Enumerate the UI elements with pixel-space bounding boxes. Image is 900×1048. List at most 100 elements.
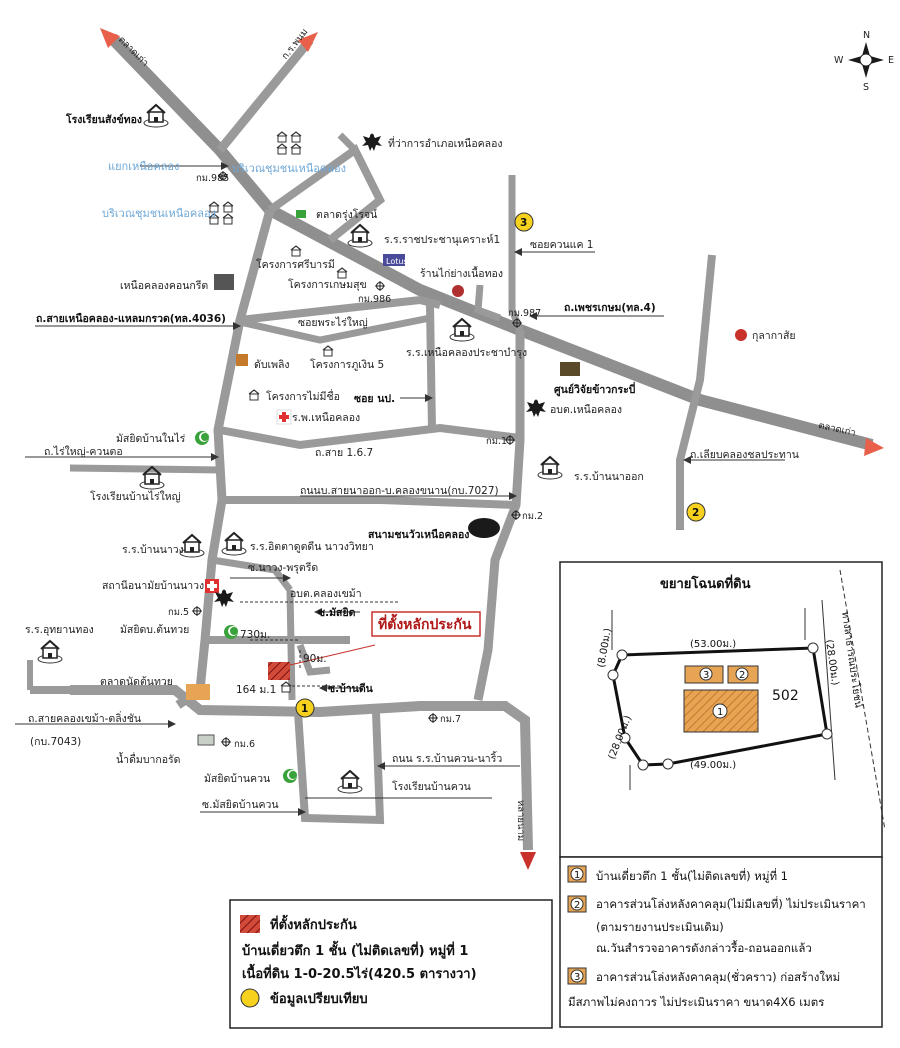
compass-s: S [863, 82, 869, 93]
lotus-logo: Lotus [386, 257, 408, 266]
compass-e: E [888, 55, 894, 66]
legend-item1-num: 1 [574, 870, 580, 881]
label-stadium: สนามชนวัวเหนือคลอง [368, 528, 469, 541]
legend-title: ที่ตั้งหลักประกัน [270, 914, 357, 933]
label-phetkasem: ถ.เพชรเกษม(ทล.4) [564, 302, 656, 314]
label-dist730: 730ม. [240, 629, 270, 641]
collateral-callout: ที่ตั้งหลักประกัน [371, 611, 481, 637]
land-plot-inset: ขยายโฉนดที่ดิน 3 2 1 502 (53.00ม.) (8.00… [559, 561, 886, 858]
building-legend: 1 บ้านเดี่ยวตึก 1 ชั้น(ไม่ติดเลขที่) หมู… [559, 856, 883, 1028]
label-road-khlong-khao: ถ.สายคลองเขม้า-ตลิ่งชัน [28, 711, 141, 725]
marker-2: 2 [692, 507, 699, 519]
pointer-lines [15, 162, 785, 816]
label-collateral-site: ที่ตั้งหลักประกัน [378, 613, 472, 633]
collateral-site-mark [268, 662, 290, 680]
label-school-ratcha: ร.ร.ราชประชานุเคราะห์1 [384, 233, 500, 246]
school-icon [143, 104, 169, 128]
label-soi-masjid-khuan: ซ.มัสยิดบ้านควน [202, 799, 279, 811]
label-proj-phuthon5: โครงการภูเงิน 5 [310, 358, 384, 371]
arrow-label-s: หลายนาม [515, 800, 526, 841]
label-soi-khuan-khae: ซอยควนแค 1 [530, 239, 594, 251]
legend-item3-line2: มีสภาพไม่คงถาวร ไม่ประเมินราคา ขนาด4X6 เ… [568, 995, 824, 1009]
label-talat-ton-thuai: ตลาดนัดต้นทวย [100, 676, 173, 688]
legend-item2-num: 2 [574, 900, 580, 911]
label-km985: กม.985 [196, 173, 229, 184]
label-masjid-nai-rai: มัสยิดบ้านในไร่ [116, 432, 186, 445]
label-water-plant: น้ำดื่มบากอรัด [116, 752, 181, 766]
inset-dim-top: (53.00ม.) [690, 639, 736, 650]
label-masjid-khuan: มัสยิดบ้านควน [204, 773, 270, 785]
label-community1: บริเวณชุมชนเหนือคลอง [232, 162, 346, 175]
label-soi-rai-yai: ซอยพระไร่ใหญ่ [298, 316, 368, 329]
label-soi-nawong: ซ.นาวง-พรุตรีด [248, 561, 318, 574]
legend-line1: บ้านเดี่ยวตึก 1 ชั้น (ไม่ติดเลขที่) หมู่… [242, 940, 468, 959]
legend-line2: เนื้อที่ดิน 1-0-20.5ไร่(420.5 ตารางวา) [242, 963, 477, 982]
label-proj-sriburamee: โครงการศรีบารมี [256, 258, 335, 271]
compass: N S W E [834, 30, 894, 93]
legend-item2-line2: (ตามรายงานประเมินเดิม) [596, 920, 724, 934]
label-km6: กม.6 [234, 739, 255, 750]
inset-building-3: 3 [703, 670, 709, 681]
label-km7: กม.7 [440, 714, 461, 725]
label-km5: กม.5 [168, 607, 189, 618]
label-fire-station: ดับเพลิง [254, 359, 290, 371]
label-km987: กม.987 [508, 308, 541, 319]
inset-plot-no: 502 [772, 688, 799, 704]
label-uthayan-thong: ร.ร.อุทยานทอง [25, 624, 94, 636]
label-rice-center: ศูนย์วิจัยข้าวกระบี่ [554, 381, 636, 397]
label-soi-np: ซอย นป. [354, 393, 395, 405]
label-road-7027: ถนนบ.สายนาออก-บ.คลองขนาน(กบ.7027) [300, 485, 499, 497]
landmark-icons: Lotus [37, 104, 747, 794]
label-soi-masjid: ซ.มัสยิด [318, 607, 356, 619]
garuda-icon [362, 133, 382, 151]
label-health-station: สถานีอนามัยบ้านนาวง [102, 579, 204, 592]
label-school-prachabumrung: ร.ร.เหนือคลองประชาบำรุง [406, 346, 527, 359]
label-km1: กม.1 [486, 436, 507, 447]
label-proj-kasemsuk: โครงการเกษมสุข [288, 278, 367, 291]
comparison-markers: 3 2 1 [295, 212, 706, 718]
label-proj-maimi: โครงการไม่มีชื่อ [266, 389, 340, 403]
label-school-ban-nawong: ร.ร.บ้านนาวง [122, 544, 184, 556]
label-school-ban-na-ok: ร.ร.บ้านนาออก [574, 471, 644, 483]
label-hospital: ร.พ.เหนือคลอง [292, 411, 360, 424]
road-end-arrows [100, 28, 884, 870]
map-labels: โรงเรียนสังข์ทอง แยกเหนือคลอง กม.985 บริ… [25, 113, 799, 811]
marker-3: 3 [520, 217, 527, 229]
label-school-ittarada: ร.ร.อิตตาดูตดีน นาวงวิทยา [250, 540, 374, 553]
legend-item2-line1: อาคารส่วนโล่งหลังคาคลุม(ไม่มีเลขที่) ไม่… [596, 896, 866, 911]
label-rongrian-sangkhom: โรงเรียนสังข์ทอง [65, 113, 142, 126]
label-kulakasai: กุลากาสัย [752, 330, 796, 342]
legend-item3-line1: อาคารส่วนโล่งหลังคาคลุม(ชั่วคราว) ก่อสร้… [596, 969, 840, 984]
label-road-4036: ถ.สายเหนือคลอง-แหลมกรวด(ทล.4036) [36, 312, 226, 325]
label-road-167: ถ.สาย 1.6.7 [315, 447, 373, 459]
compass-w: W [834, 55, 844, 66]
label-km986: กม.986 [358, 294, 391, 305]
legend-item1: บ้านเดี่ยวตึก 1 ชั้น(ไม่ติดเลขที่) หมู่ท… [596, 868, 788, 883]
label-dist90: 90ม. [303, 653, 327, 665]
label-road-khlong-chon: ถ.เลียบคลองชลประทาน [690, 448, 799, 461]
inset-title: ขยายโฉนดที่ดิน [660, 574, 751, 592]
inset-building-2: 2 [739, 670, 745, 681]
label-obt-nuea-khlong: อบต.เหนือคลอง [550, 403, 622, 416]
label-yaek-nuea-khlong: แยกเหนือคลอง [108, 160, 179, 173]
label-school-ban-rai-yai: โรงเรียนบ้านไร่ใหญ่ [90, 490, 181, 503]
label-soi-ban-tin: ซ.บ้านตีน [328, 682, 374, 695]
label-nuea-khlong-concrete: เหนือคลองคอนกรีต [120, 279, 208, 292]
label-school-khuan: โรงเรียนบ้านควน [392, 780, 471, 793]
label-road-rai-yai-khuan: ถ.ไร่ใหญ่-ควนตอ [44, 445, 123, 458]
label-talat-rung: ตลาดรุ่งโรจน์ [316, 208, 377, 221]
label-km2: กม.2 [522, 511, 543, 522]
label-masjid-ton-thuai: มัสยิดบ.ต้นทวย [120, 624, 189, 636]
label-road-khuan-nariw: ถนน ร.ร.บ้านควน-นาริ้ว [392, 751, 502, 765]
compass-n: N [863, 30, 870, 41]
collateral-legend: ที่ตั้งหลักประกัน บ้านเดี่ยวตึก 1 ชั้น (… [229, 899, 553, 1029]
label-road-7043: (กบ.7043) [30, 736, 81, 748]
label-kai-yang: ร้านไก่ย่างเนื้อทอง [420, 266, 503, 280]
label-house164: 164 ม.1 [236, 684, 276, 696]
label-district-office: ที่ว่าการอำเภอเหนือคลอง [388, 136, 503, 150]
legend-item2-line3: ณ.วันสำรวจอาคารดังกล่าวรื้อ-ถอนออกแล้ว [596, 940, 812, 955]
legend-line3: ข้อมูลเปรียบเทียบ [270, 991, 368, 1007]
marker-1: 1 [301, 703, 308, 715]
inset-building-1: 1 [717, 707, 723, 718]
